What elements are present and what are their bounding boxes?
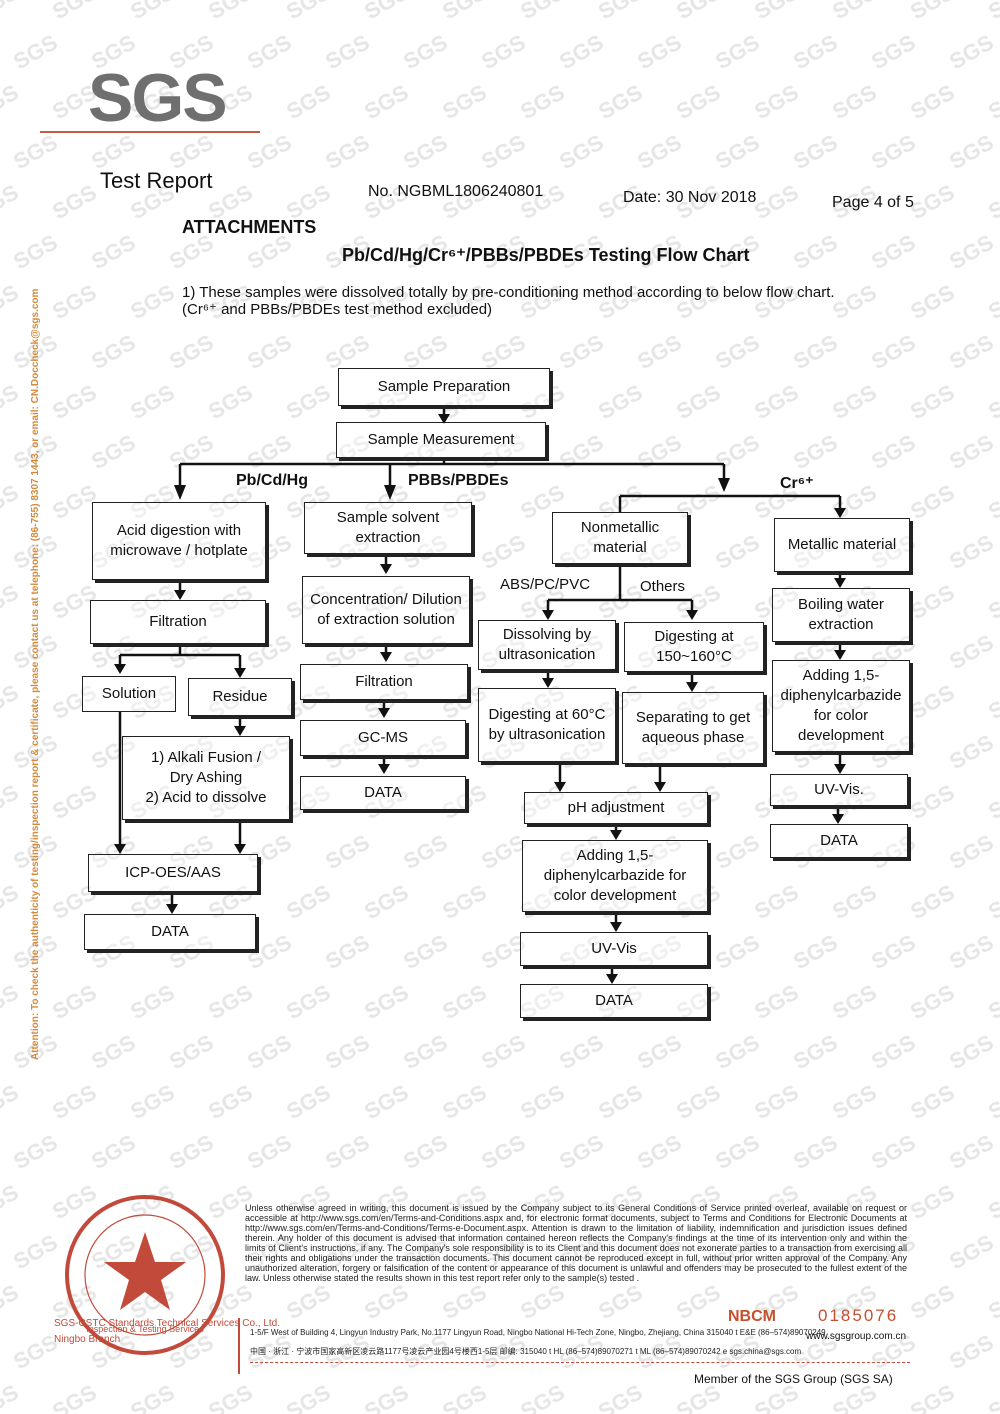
branch-label-cr: Cr⁶⁺ (780, 475, 814, 492)
filtration-box-pbcdhg: Filtration (90, 600, 266, 644)
logo-underline (40, 131, 260, 133)
address-english: 1-5/F West of Building 4, Lingyun Indust… (250, 1328, 826, 1337)
solvent-extraction-box: Sample solvent extraction (304, 502, 472, 554)
solution-box: Solution (82, 676, 176, 712)
data-box-pbcdhg: DATA (84, 914, 256, 950)
sgs-logo-text: SGS (88, 60, 228, 136)
adding-diphenyl-box: Adding 1,5-diphenylcarbazide for color d… (522, 840, 708, 912)
data-box-pbbs: DATA (300, 776, 466, 810)
stamp-text: Inspection & Testing Services (86, 1324, 204, 1334)
intro-line-1: 1) These samples were dissolved totally … (182, 284, 835, 301)
adding-diphenyl-metal-box: Adding 1,5-diphenylcarbazide for color d… (772, 660, 910, 752)
others-label: Others (640, 578, 686, 595)
dissolving-box: Dissolving by ultrasonication (478, 620, 616, 670)
gcms-box: GC-MS (300, 720, 466, 756)
sgs-logo: SGS (88, 62, 238, 134)
digesting-60-box: Digesting at 60°C by ultrasonication (478, 688, 616, 762)
attachments-heading: ATTACHMENTS (182, 217, 317, 237)
serial-number: 0185076 (818, 1306, 899, 1325)
branch-name: Ningbo Branch (54, 1334, 121, 1345)
sample-measurement-box: Sample Measurement (336, 422, 546, 458)
company-name: SGS-CSTC Standards Technical Services Co… (54, 1318, 280, 1329)
alkali-fusion-box: 1) Alkali Fusion / Dry Ashing 2) Acid to… (122, 736, 290, 820)
alkali-line-3: 2) Acid to dissolve (145, 789, 267, 806)
sample-preparation-box: Sample Preparation (338, 368, 550, 406)
website: www.sgsgroup.com.cn (806, 1331, 907, 1342)
intro-line-2: (Cr⁶⁺ and PBBs/PBDEs test method exclude… (182, 301, 493, 318)
concentration-box: Concentration/ Dilution of extraction so… (302, 576, 470, 644)
report-date: Date: 30 Nov 2018 (623, 189, 757, 206)
report-number: No. NGBML1806240801 (368, 183, 544, 200)
company-name-text: SGS-CSTC Standards Technical Services Co… (54, 1318, 281, 1329)
member-of-sgs: Member of the SGS Group (SGS SA) (694, 1372, 893, 1386)
legal-disclaimer: Unless otherwise agreed in writing, this… (245, 1203, 907, 1283)
footer-dashed-line (250, 1362, 910, 1363)
address-chinese: 中国 · 浙江 · 宁波市国家高新区凌云路1177号凌云产业园4号楼西1-5层 … (250, 1347, 802, 1356)
acid-digestion-box: Acid digestion with microwave / hotplate (92, 502, 266, 580)
flow-chart-title: Pb/Cd/Hg/Cr⁶⁺/PBBs/PBDEs Testing Flow Ch… (342, 245, 750, 265)
icp-box: ICP-OES/AAS (88, 854, 258, 892)
boiling-water-box: Boiling water extraction (772, 588, 910, 642)
branch-label-pbbs: PBBs/PBDEs (408, 472, 509, 489)
company-seal-stamp: Inspection & Testing Services (65, 1195, 225, 1355)
report-title: Test Report (100, 168, 213, 193)
nonmetallic-material-box: Nonmetallic material (552, 512, 688, 564)
filtration-box-pbbs: Filtration (300, 664, 468, 700)
intro-text: 1) These samples were dissolved totally … (182, 284, 922, 318)
data-box-nonmetal: DATA (520, 984, 708, 1018)
metallic-material-box: Metallic material (774, 518, 910, 572)
footer-divider (238, 1318, 240, 1374)
separating-box: Separating to get aqueous phase (622, 692, 764, 764)
branch-label-pbcdhg: Pb/Cd/Hg (236, 472, 308, 489)
alkali-line-2: Dry Ashing (169, 769, 243, 786)
digesting-150-box: Digesting at 150~160°C (624, 622, 764, 672)
uvvis-box-nonmetal: UV-Vis (520, 932, 708, 966)
residue-box: Residue (188, 678, 292, 716)
uvvis-box-metal: UV-Vis. (770, 774, 908, 806)
data-box-metal: DATA (770, 824, 908, 858)
page-number: Page 4 of 5 (832, 194, 914, 211)
alkali-line-1: 1) Alkali Fusion / (150, 749, 262, 766)
ph-adjustment-box: pH adjustment (524, 792, 708, 824)
abs-pc-pvc-label: ABS/PC/PVC (500, 576, 591, 593)
nbcm-code: NBCM (728, 1308, 776, 1325)
